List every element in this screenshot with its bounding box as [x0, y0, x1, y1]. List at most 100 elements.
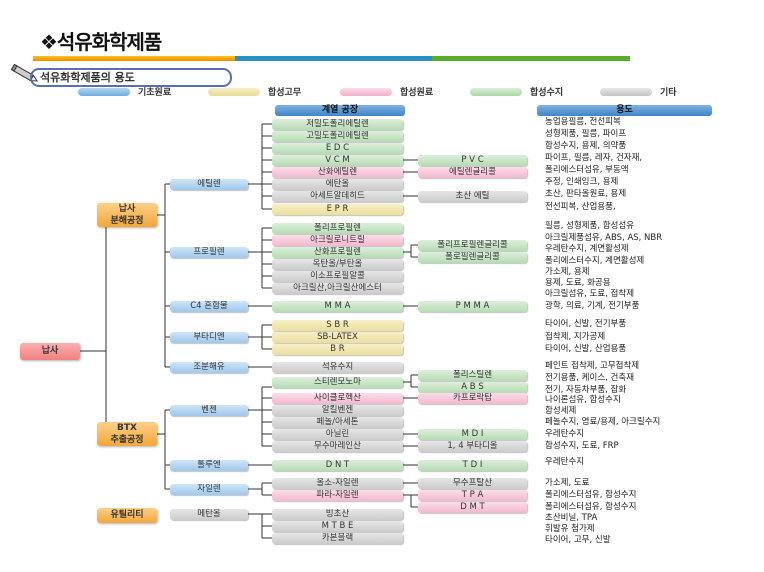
plant-product-box: 카본블랙 [272, 532, 403, 544]
use-text: 합성세제 [545, 405, 577, 416]
use-text: 농업용필름, 전선피복 [545, 116, 621, 127]
plant-product-box: E D C [272, 142, 403, 154]
use-text: 필름, 성형제품, 합성섬유 [545, 220, 635, 231]
plant-product-box: M T B E [272, 520, 403, 532]
use-text: 초산비닐, TPA [545, 512, 598, 523]
plant-product-box: 산화에틸렌 [272, 166, 403, 178]
header-uses: 용도 [537, 105, 712, 116]
plant-product-box: M M A [272, 300, 403, 312]
plant-product-box: 알킬벤젠 [272, 404, 403, 416]
plant-product-box: 옥탄올/부탄올 [272, 258, 403, 270]
derivative-box: P V C [418, 154, 527, 166]
use-text: 용제, 도료, 화공용 [545, 277, 611, 288]
section-subtitle: 석유화학제품의 용도 [30, 68, 232, 87]
derivative-box: 카프로락탐 [418, 392, 527, 404]
feedstock-box: 자일렌 [170, 483, 248, 495]
use-text: 전기용품, 케이스, 건축재 [545, 372, 635, 383]
legend-label: 합성고무 [268, 88, 302, 98]
feedstock-box: 부타디엔 [170, 331, 248, 343]
plant-product-box: E P R [272, 203, 403, 215]
use-text: 접착제, 지가공제 [545, 331, 606, 342]
root-naphtha: 납사 [20, 343, 80, 360]
legend-swatch-resin [470, 88, 522, 96]
use-text: 폴리에스터섬유, 합성수지 [545, 501, 637, 512]
plant-product-box: 올소-자일렌 [272, 477, 403, 489]
plant-product-box: 폴리프로필렌 [272, 222, 403, 234]
plant-product-box: 저밀도폴리에틸렌 [272, 118, 403, 130]
use-text: 가소제, 도료 [545, 477, 590, 488]
plant-product-box: 스티렌모노마 [272, 376, 403, 388]
page-title: ❖석유화학제품 [40, 30, 162, 54]
color-bar-green [432, 56, 630, 61]
plant-product-box: 이소프로필알콜 [272, 270, 403, 282]
feedstock-box: 프로필렌 [170, 246, 248, 258]
use-text: 타이어, 신발, 전기부품 [545, 318, 627, 329]
derivative-box: 에틸렌글리콜 [418, 166, 527, 178]
use-text: 광학, 의료, 기계, 전기부품 [545, 300, 640, 311]
use-text: 우레탄수지 [545, 456, 585, 467]
use-text: 초산, 판타올원료, 용제 [545, 188, 627, 199]
legend-swatch-raw [340, 88, 392, 96]
feedstock-box: 메탄올 [170, 508, 248, 520]
plant-product-box: SB-LATEX [272, 331, 403, 343]
plant-product-box: 페놀/아세톤 [272, 416, 403, 428]
use-text: 전기, 자동차부품, 잡화 [545, 384, 627, 395]
use-text: 우레탄수지 [545, 428, 585, 439]
feedstock-box: 톨루엔 [170, 459, 248, 471]
use-text: 폴리에스터수지, 계면활성제 [545, 255, 645, 266]
plant-product-box: 산화프로필렌 [272, 246, 403, 258]
plant-product-box: D N T [272, 459, 403, 471]
legend-swatch-other [600, 88, 652, 96]
legend-label: 합성수지 [530, 88, 564, 98]
plant-product-box: V C M [272, 154, 403, 166]
use-text: 폴리에스터섬유, 합성수지 [545, 489, 637, 500]
derivative-box: 폴리프로필렌글리콜 [418, 239, 527, 251]
use-text: 페놀수지, 염료/용제, 아크릴수지 [545, 416, 661, 427]
use-text: 나이론섬유, 합성수지 [545, 394, 621, 405]
use-text: 폴리에스터섬유, 부동액 [545, 164, 629, 175]
process-box: 유틸리티 [97, 508, 157, 523]
process-box: 납사 분해공정 [97, 203, 157, 227]
use-text: 가소제, 용제 [545, 266, 590, 277]
plant-product-box: 아닐린 [272, 428, 403, 440]
legend-label: 기타 [660, 88, 677, 98]
derivative-box: 폴리스틸렌 [418, 369, 527, 381]
plant-product-box: 사이클로헥산 [272, 392, 403, 404]
use-text: 우레탄수지, 계면활성제 [545, 243, 629, 254]
derivative-box: 무수프탈산 [418, 477, 527, 489]
plant-product-box: 무수마레인산 [272, 440, 403, 452]
use-text: 타이어, 고무, 신발 [545, 534, 611, 545]
use-text: 전선피복, 산업용품, [545, 201, 616, 212]
legend-label: 기초원료 [138, 88, 172, 98]
use-text: 주정, 인쇄잉크, 용제 [545, 176, 619, 187]
color-bar-orange [33, 56, 235, 61]
derivative-box: 1, 4 부타디올 [418, 440, 527, 452]
derivative-box: P M M A [418, 300, 527, 312]
plant-product-box: 파라-자일렌 [272, 489, 403, 501]
legend-swatch-rubber [208, 88, 260, 96]
derivative-box: A B S [418, 381, 527, 393]
use-text: 합성수지, 도료, FRP [545, 440, 619, 451]
process-box: BTX 추출공정 [97, 422, 157, 446]
plant-product-box: B R [272, 343, 403, 355]
use-text: 성형제품, 필름, 파이프 [545, 128, 627, 139]
plant-product-box: 아세트알데히드 [272, 190, 403, 202]
use-text: 파이프, 필름, 레자, 건자재, [545, 152, 643, 163]
derivative-box: 초산 에틸 [418, 190, 527, 202]
color-bar-blue [235, 56, 432, 61]
use-text: 타이어, 신발, 산업용품 [545, 343, 627, 354]
derivative-box: T P A [418, 489, 527, 501]
derivative-box: T D I [418, 459, 527, 471]
plant-product-box: S B R [272, 319, 403, 331]
use-text: 휘발유 첨가제 [545, 523, 595, 534]
plant-product-box: 아크릴산,아크릴산에스터 [272, 282, 403, 294]
use-text: 합성수지, 용제, 의약품 [545, 140, 627, 151]
plant-product-box: 아크릴로니트릴 [272, 234, 403, 246]
plant-product-box: 빙초산 [272, 508, 403, 520]
legend-label: 합성원료 [400, 88, 434, 98]
derivative-box: 폴로필렌글리콜 [418, 251, 527, 263]
feedstock-box: 벤젠 [170, 404, 248, 416]
feedstock-box: 조분해유 [170, 361, 248, 373]
derivative-box: D M T [418, 501, 527, 513]
